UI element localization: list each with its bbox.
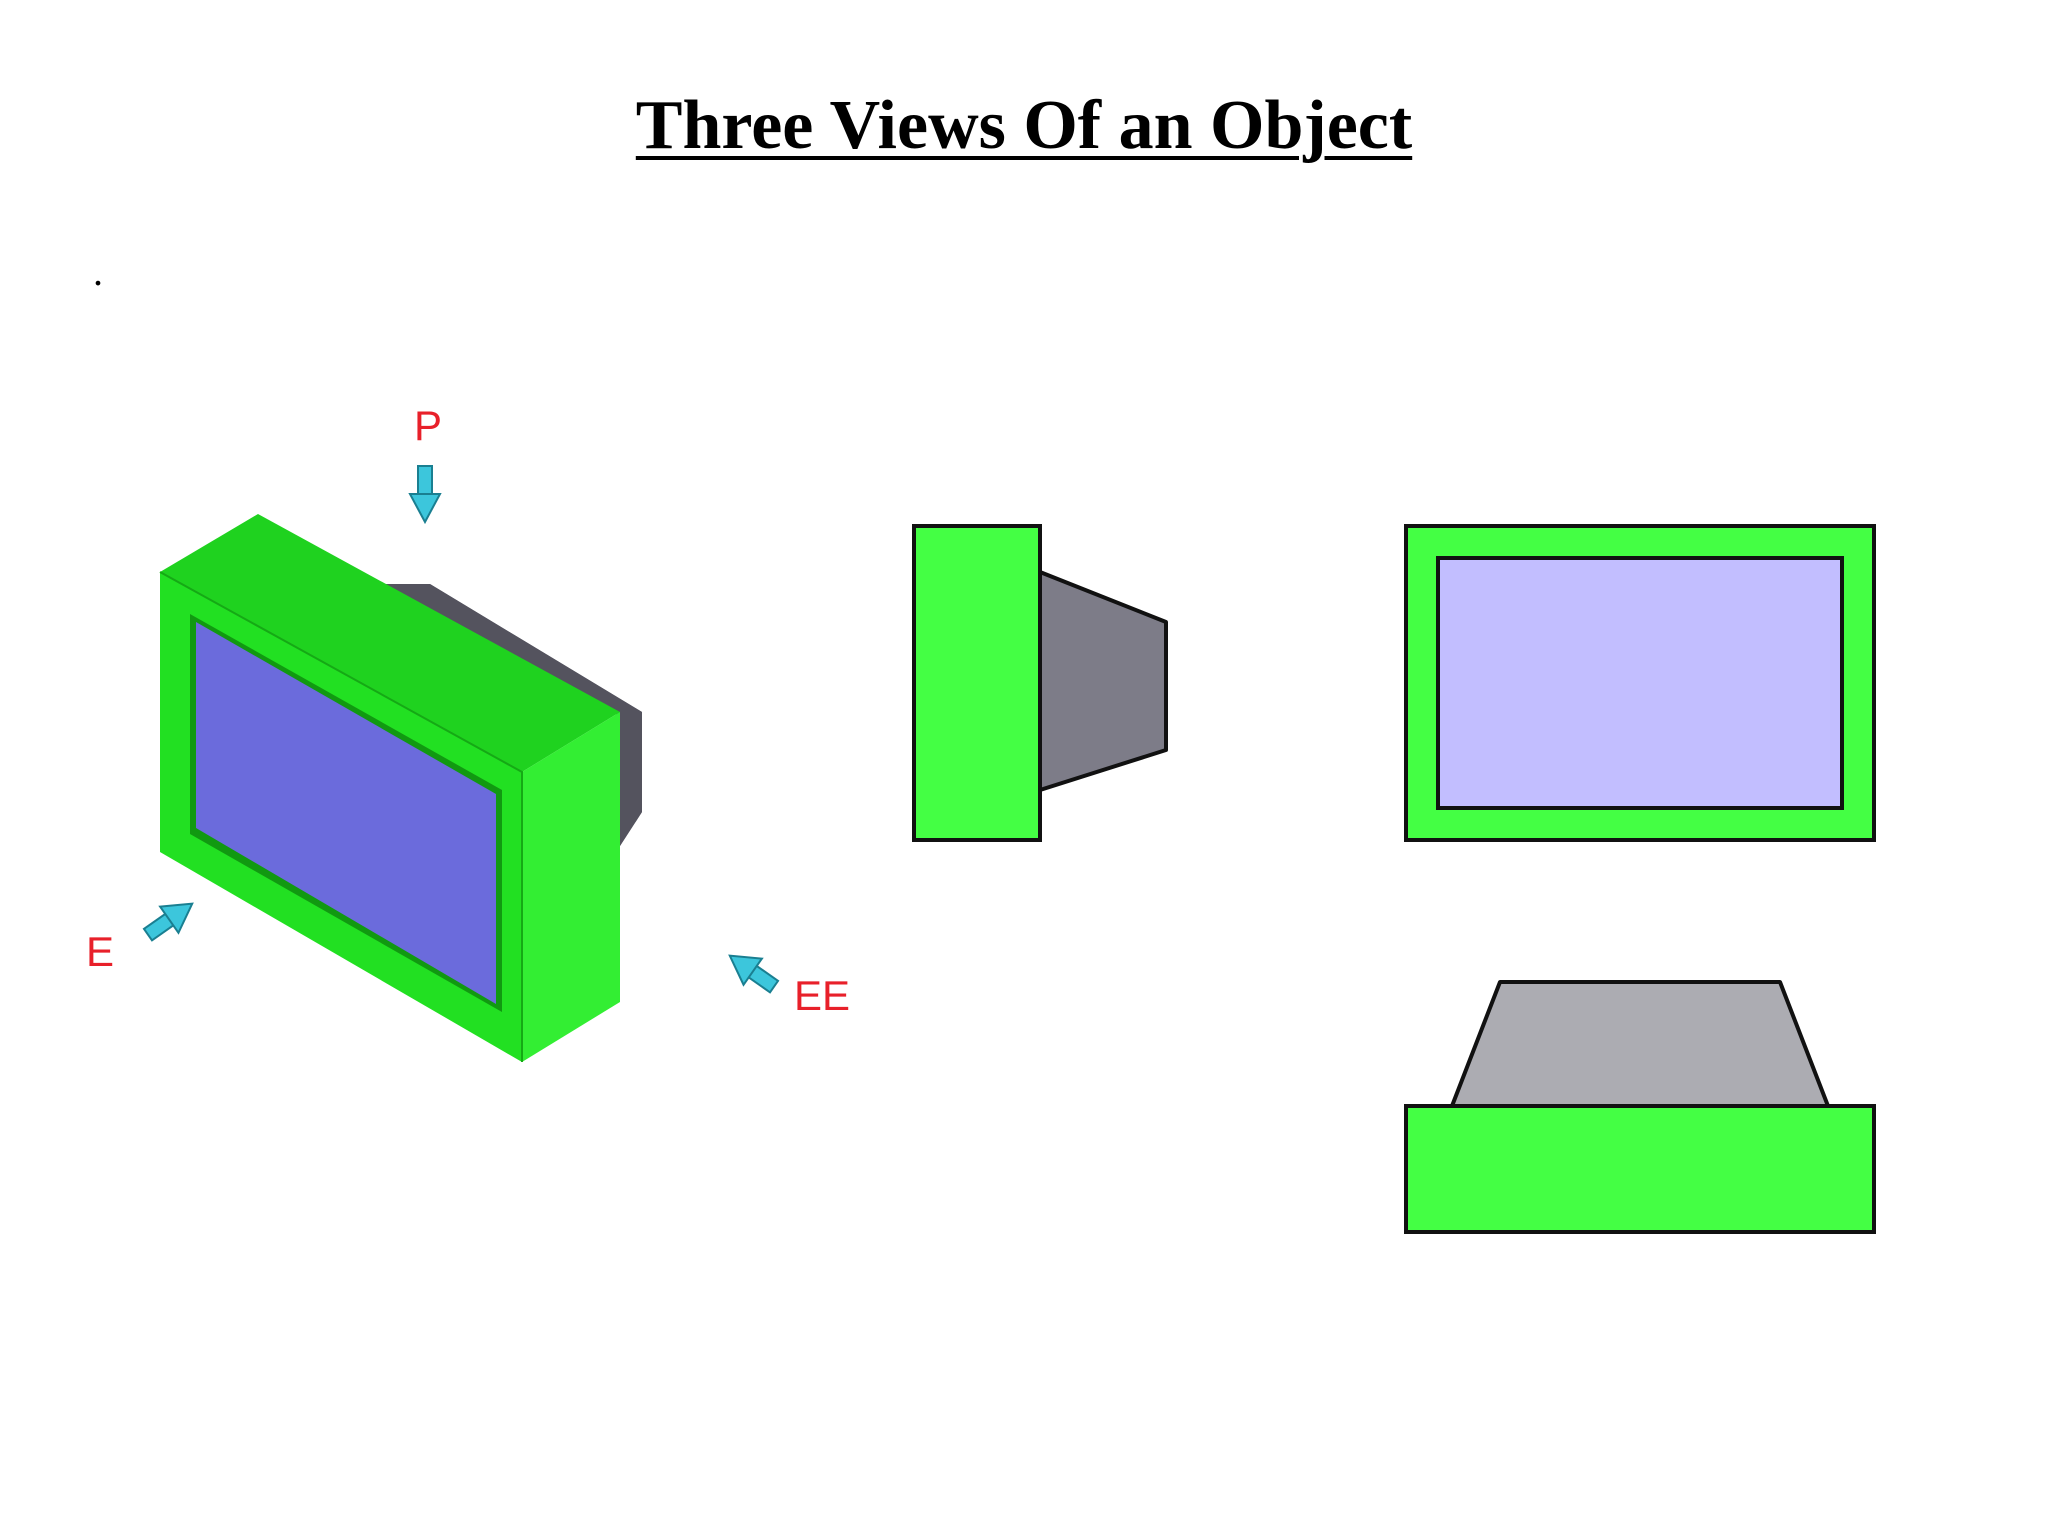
side-direction-arrow xyxy=(728,954,780,994)
iso-back-tube xyxy=(372,584,642,846)
front-view-screen xyxy=(1436,556,1844,810)
top-arrow-shaft xyxy=(417,465,433,497)
side-direction-label: EE xyxy=(794,972,850,1019)
top-view-frame xyxy=(1404,1104,1876,1234)
front-arrow-head xyxy=(158,902,194,935)
front-direction-arrow xyxy=(142,902,194,942)
top-direction-arrow xyxy=(408,465,442,525)
top-view-tube xyxy=(1450,980,1830,1108)
front-direction-label: E xyxy=(86,928,114,975)
top-arrow-head xyxy=(408,493,442,525)
stray-marker: . xyxy=(93,249,103,294)
top-view xyxy=(1404,980,1876,1234)
side-view xyxy=(912,524,1168,842)
isometric-view xyxy=(159,514,642,1062)
front-view xyxy=(1404,524,1876,842)
page-title: Three Views Of an Object xyxy=(0,86,2048,166)
side-view-tube xyxy=(1038,570,1168,792)
side-view-frame xyxy=(912,524,1042,842)
iso-frame-edges xyxy=(159,571,523,1062)
page-title-text: Three Views Of an Object xyxy=(635,87,1413,164)
side-arrow-head xyxy=(728,954,764,987)
iso-frame-side-face xyxy=(522,712,620,1062)
iso-frame-top-face xyxy=(160,514,620,772)
iso-screen xyxy=(196,622,496,1004)
top-direction-label: P xyxy=(414,402,442,449)
